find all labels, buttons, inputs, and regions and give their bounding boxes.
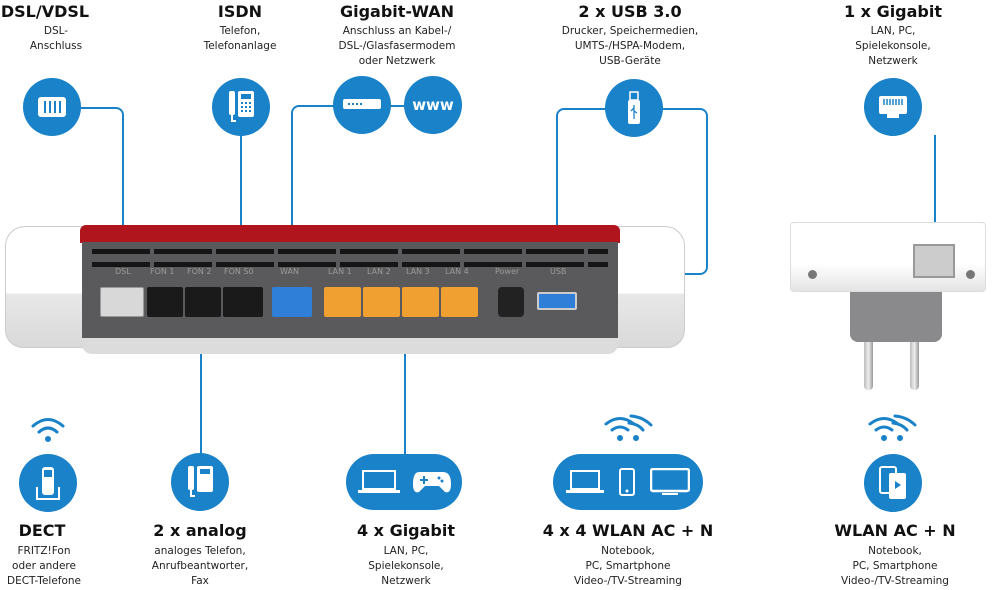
adapter-wlan-title: WLAN AC + N [834, 521, 956, 540]
gigabit-title: 1 x Gigabit [843, 2, 943, 21]
port-label-fons0: FON S0 [224, 267, 254, 276]
gigabit-desc: LAN, PC,Spielekonsole,Netzwerk [855, 25, 931, 67]
wifi-icon-dect [31, 418, 65, 442]
adapter-plug [850, 292, 942, 342]
fon1-port[interactable] [147, 287, 183, 317]
wan-title: Gigabit-WAN [339, 2, 455, 21]
www-icon: www [404, 76, 462, 134]
dsl-port-icon [23, 78, 81, 136]
dsl-title: DSL/VDSL [0, 2, 90, 21]
lan-desc: LAN, PC,Spielekonsole,Netzwerk [368, 545, 444, 587]
lan-title: 4 x Gigabit [356, 521, 456, 540]
usb-desc: Drucker, Speichermedien,UMTS-/HSPA-Modem… [561, 25, 699, 67]
plug-prong-left [864, 342, 873, 390]
port-label-fon2: FON 2 [187, 267, 212, 276]
lan2-port[interactable] [363, 287, 400, 317]
dsl-port[interactable] [100, 287, 144, 317]
usb-title: 2 x USB 3.0 [578, 2, 682, 21]
lan1-port[interactable] [324, 287, 361, 317]
adapter-screw-right [966, 270, 975, 279]
port-label-power: Power [495, 267, 520, 276]
port-label-lan4: LAN 4 [445, 267, 469, 276]
vent-row-1 [92, 249, 608, 254]
plug-prong-right [910, 342, 919, 390]
usb-port[interactable] [537, 292, 577, 310]
adapter-lan-port[interactable] [913, 244, 955, 278]
tablet-video-icon [864, 454, 922, 512]
analog-desc: analoges Telefon,Anrufbeantworter,Fax [151, 545, 249, 587]
laptop-gamepad-icon [346, 454, 462, 510]
fon2-port[interactable] [185, 287, 221, 317]
cordless-phone-icon [19, 454, 77, 512]
usb-stick-icon [605, 79, 663, 137]
port-label-lan3: LAN 3 [406, 267, 430, 276]
router-red-stripe [80, 225, 620, 243]
port-label-fon1: FON 1 [150, 267, 175, 276]
wlan-title: 4 x 4 WLAN AC + N [542, 521, 714, 540]
fons0-port[interactable] [223, 287, 263, 317]
isdn-connector [240, 135, 242, 262]
vent-row-2 [92, 262, 608, 267]
desk-phone-icon [212, 78, 270, 136]
port-label-lan2: LAN 2 [367, 267, 391, 276]
usb-connector-left [556, 108, 606, 288]
lan-port-icon [864, 78, 922, 136]
lan3-port[interactable] [402, 287, 439, 317]
router-base [82, 338, 618, 354]
wifi-icon-adapter [868, 414, 917, 441]
dsl-connector [80, 107, 124, 262]
isdn-title: ISDN [217, 2, 263, 21]
lan4-port[interactable] [441, 287, 478, 317]
analog-title: 2 x analog [153, 521, 247, 540]
modem-icon [333, 76, 391, 134]
wifi-icon-wlan [604, 414, 653, 441]
adapter-screw-left [808, 270, 817, 279]
usb-connector-right [662, 108, 708, 275]
port-label-usb: USB [550, 267, 567, 276]
desk-phone-icon-analog [171, 453, 229, 511]
power-port[interactable] [498, 287, 524, 317]
port-label-dsl: DSL [115, 267, 131, 276]
port-label-lan1: LAN 1 [328, 267, 352, 276]
wan-port[interactable] [272, 287, 312, 317]
devices-icon [553, 454, 703, 510]
port-label-wan: WAN [280, 267, 299, 276]
plug-lan-connector [934, 135, 936, 245]
adapter-body [790, 222, 986, 292]
isdn-desc: Telefon,Telefonanlage [203, 25, 277, 52]
modem-www-connector [390, 105, 406, 107]
wan-connector [291, 105, 335, 285]
analog-connector [200, 316, 202, 456]
lan-connector [404, 316, 406, 456]
dsl-desc: DSL-Anschluss [29, 25, 83, 52]
dect-title: DECT [18, 521, 66, 540]
